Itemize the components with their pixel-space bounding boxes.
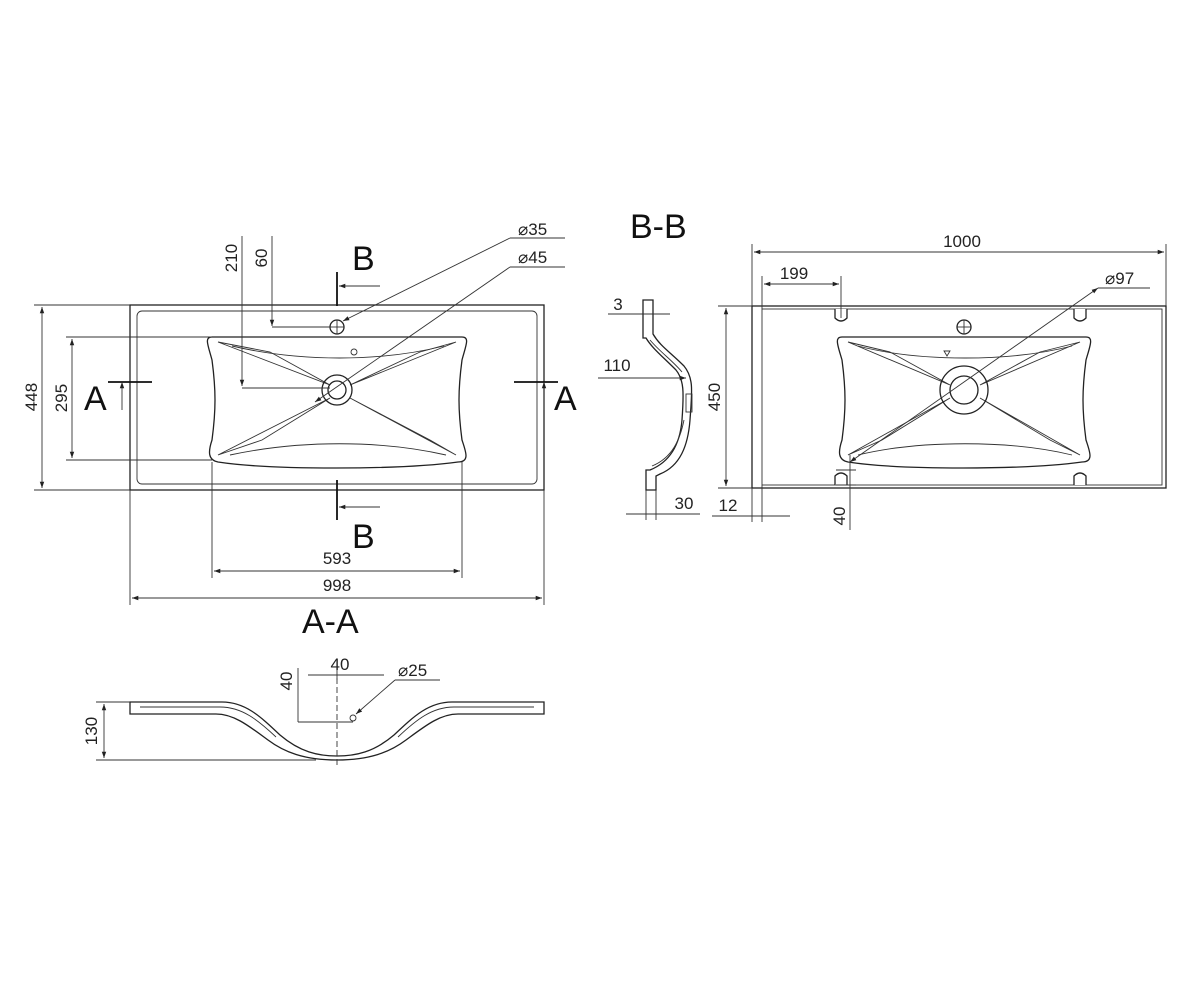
bottom-drain-outer [939,365,989,415]
dim-tap-hole-diameter: ⌀35 [518,220,547,239]
dim-bb-rim-30: 30 [675,494,694,513]
bowl-outline [206,336,468,469]
dim-width-998: 998 [323,576,351,595]
mount-notch [1073,472,1087,485]
tap-hole-value: 35 [528,220,547,239]
dim-bb-lip-3: 3 [613,295,622,314]
section-bb-profile [642,299,693,491]
dim-bottom-height-450: 450 [705,383,724,411]
dim-bb-depth-110: 110 [603,356,630,375]
mount-notch [834,472,848,485]
bowl-facet [349,397,457,456]
bottom-bowl-outline [836,336,1092,469]
diameter-symbol: ⌀ [398,661,408,680]
bottom-drain-inner [949,375,979,405]
overflow-hole [350,348,358,356]
dim-bottom-notch-40: 40 [830,507,849,526]
bottom-view: 1000 199 450 12 40 ⌀97 [705,232,1167,530]
dim-bowl-width-593: 593 [323,549,351,568]
section-bb: B-B 3 110 30 [598,208,700,520]
dim-drain-hole-diameter: ⌀45 [518,248,547,267]
overflow-opening [349,714,357,722]
bottom-inner-edge [761,308,1163,486]
section-a-left-label: A [84,380,107,418]
bowl-facet [217,341,331,386]
section-b-top-label: B [352,240,375,278]
dim-bottom-edge-12: 12 [719,496,738,515]
dim-height-448: 448 [22,383,41,411]
dim-bottom-width-1000: 1000 [943,232,981,251]
drain-hole-value: 45 [528,248,547,267]
drain-inner [327,380,347,400]
section-a-right-label: A [554,380,577,418]
overflow-value: 25 [408,661,427,680]
drain-outer [321,374,353,406]
bowl-facet [349,341,457,386]
mount-notch [1073,309,1087,322]
top-view: 998 593 448 295 210 60 ⌀35 ⌀45 [22,220,577,605]
bowl-facet [217,397,331,456]
bowl-rim-curve [231,345,445,359]
dim-tap-offset-210: 210 [222,244,241,272]
drain-opening-value: 97 [1115,269,1134,288]
dim-bowl-height-295: 295 [52,384,71,412]
dim-bottom-drain-diameter: ⌀97 [1105,269,1134,288]
diameter-symbol: ⌀ [1105,269,1115,288]
bowl-rim-curve [229,443,447,456]
section-aa: A-A 130 40 40 ⌀25 [82,603,545,766]
dim-aa-height-130: 130 [82,717,101,745]
section-aa-title: A-A [302,603,359,641]
dim-bottom-offset-199: 199 [780,264,808,283]
section-bb-overflow [685,393,693,413]
dim-overflow-offset-60: 60 [252,249,271,268]
diameter-symbol: ⌀ [518,248,528,267]
bottom-outline [751,305,1167,489]
section-bb-title: B-B [630,208,687,246]
section-b-bottom-label: B [352,518,375,556]
dim-aa-overflow-diameter: ⌀25 [398,661,427,680]
diameter-symbol: ⌀ [518,220,528,239]
dim-aa-depth-40: 40 [277,672,296,691]
dim-aa-width-40: 40 [331,655,350,674]
section-aa-profile [129,701,545,761]
